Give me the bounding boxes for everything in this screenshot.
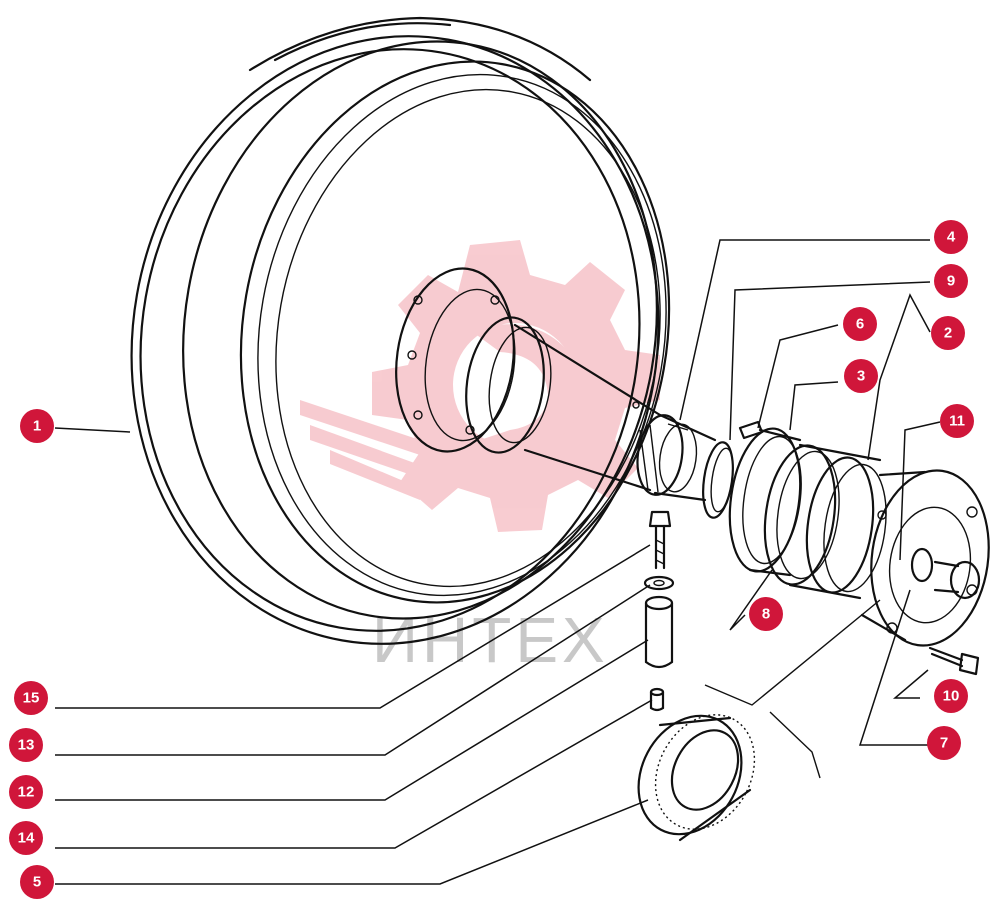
callout-label: 1 (33, 418, 41, 435)
assembly-guide-lines (704, 599, 881, 779)
callout-10: 10 (934, 679, 968, 713)
callout-label: 10 (943, 688, 960, 705)
callout-label: 9 (947, 273, 955, 290)
callout-label: 13 (18, 737, 35, 754)
callout-2: 2 (931, 316, 965, 350)
watermark-text: ИНТЕХ (372, 604, 609, 676)
callout-3: 3 (844, 359, 878, 393)
o-ring (702, 441, 734, 519)
callout-15: 15 (14, 681, 48, 715)
callout-label: 5 (33, 874, 41, 891)
callout-label: 2 (944, 325, 952, 342)
callout-12: 12 (9, 775, 43, 809)
callout-1: 1 (20, 409, 54, 443)
idler-wheel (130, 16, 671, 645)
callout-label: 12 (18, 784, 35, 801)
bushing (637, 714, 756, 842)
small-pin (649, 687, 665, 712)
callout-label: 14 (18, 830, 35, 847)
callout-label: 7 (940, 735, 948, 752)
shaft-end-plug (910, 547, 981, 600)
callout-8: 8 (749, 597, 783, 631)
axle-shaft (465, 316, 717, 502)
callout-6: 6 (843, 307, 877, 341)
end-cap (860, 469, 990, 647)
watermark-logo (300, 240, 660, 532)
sleeve (644, 595, 674, 669)
screw (648, 510, 672, 570)
wheel-hub-flange (395, 267, 516, 453)
callout-13: 13 (9, 728, 43, 762)
seal-assembly (763, 443, 887, 600)
callout-4: 4 (934, 220, 968, 254)
callout-label: 4 (947, 229, 956, 246)
callout-11: 11 (940, 404, 974, 438)
callout-label: 11 (949, 413, 965, 430)
callout-9: 9 (934, 264, 968, 298)
callout-label: 6 (856, 316, 864, 333)
callout-5: 5 (20, 865, 54, 899)
callout-7: 7 (927, 726, 961, 760)
callout-label: 3 (857, 368, 865, 385)
leader-lines (54, 239, 941, 885)
callout-label: 8 (762, 606, 770, 623)
bolt (928, 646, 980, 676)
callout-label: 15 (23, 690, 40, 707)
callout-14: 14 (9, 821, 43, 855)
inner-collar (728, 427, 802, 577)
washer (643, 575, 675, 591)
